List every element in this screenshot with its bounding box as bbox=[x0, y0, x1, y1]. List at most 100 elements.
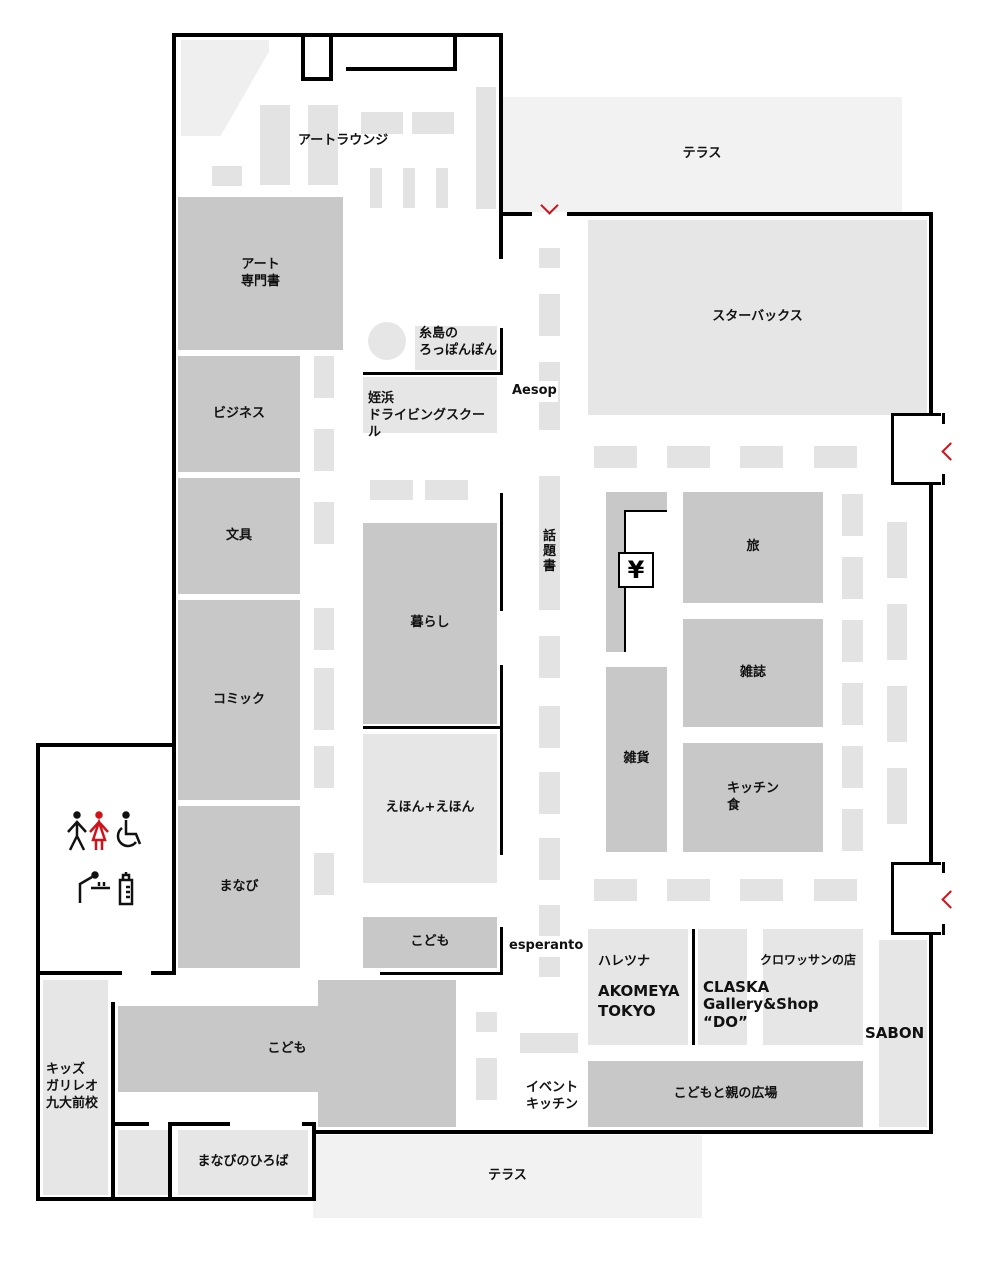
lounge-chairs bbox=[370, 168, 382, 208]
wall bbox=[929, 935, 933, 1133]
shop-tabi[interactable]: 旅 bbox=[683, 492, 823, 603]
wall bbox=[499, 33, 503, 259]
display-table bbox=[370, 480, 413, 500]
shop-croissant[interactable] bbox=[763, 929, 863, 1045]
wall bbox=[36, 743, 176, 747]
shop-sabon[interactable] bbox=[879, 940, 927, 1127]
shop-label: スターバックス bbox=[712, 309, 803, 325]
wall bbox=[36, 1197, 316, 1201]
wall bbox=[302, 1122, 316, 1126]
entrance-vestibule[interactable] bbox=[891, 413, 945, 485]
shop-business[interactable]: ビジネス bbox=[178, 356, 300, 472]
wall bbox=[168, 1122, 172, 1199]
shop-comic[interactable]: コミック bbox=[178, 600, 300, 800]
terrace-top[interactable]: テラス bbox=[502, 97, 902, 212]
wall bbox=[313, 1130, 933, 1134]
shop-zasshi[interactable]: 雑誌 bbox=[683, 619, 823, 727]
shop-label: 旅 bbox=[746, 539, 760, 555]
shelf bbox=[842, 557, 863, 599]
shop-itoshima[interactable]: 糸島の ろっぽんぽん bbox=[415, 326, 497, 370]
shop-label: 雑誌 bbox=[739, 664, 766, 680]
event-kitchen-label[interactable]: イベント キッチン bbox=[526, 1080, 579, 1112]
shop-kitchen[interactable]: キッチン 食 bbox=[683, 743, 823, 852]
shelf bbox=[842, 746, 863, 788]
shelf bbox=[740, 879, 783, 901]
lounge-tables bbox=[308, 105, 338, 185]
wall bbox=[172, 33, 176, 975]
shop-kodomo-oya[interactable]: こどもと親の広場 bbox=[588, 1061, 863, 1127]
wall bbox=[172, 33, 503, 37]
shop-haretsuna-akomeya[interactable]: ハレツナ AKOMEYA TOKYO bbox=[588, 929, 688, 1045]
seating-table bbox=[887, 522, 907, 578]
shop-starbucks[interactable]: スターバックス bbox=[588, 220, 927, 415]
shop-claska[interactable] bbox=[698, 929, 747, 1045]
shop-croissant-label: クロワッサンの店 bbox=[760, 953, 857, 967]
shop-label: こどもと親の広場 bbox=[673, 1085, 778, 1101]
shop-art-books[interactable]: アート 専門書 bbox=[178, 197, 343, 350]
shop-zakka[interactable]: 雑貨 bbox=[606, 667, 667, 852]
baby-changing-icon bbox=[78, 871, 110, 903]
shop-label: 文具 bbox=[225, 527, 252, 543]
shop-manabi[interactable]: まなび bbox=[178, 806, 300, 968]
wall bbox=[500, 927, 503, 975]
wall bbox=[111, 1002, 115, 1199]
restroom-icon bbox=[67, 811, 142, 906]
shop-kurashi[interactable]: 暮らし bbox=[363, 523, 497, 724]
shelf bbox=[314, 746, 334, 788]
wall bbox=[453, 33, 457, 70]
shelf bbox=[740, 446, 783, 468]
wall bbox=[168, 1122, 230, 1126]
shelf bbox=[314, 356, 334, 398]
wall bbox=[151, 971, 176, 975]
event-table bbox=[520, 1033, 578, 1053]
wall bbox=[329, 33, 333, 80]
baby-bottle-icon bbox=[118, 872, 134, 906]
entrance-vestibule[interactable] bbox=[891, 862, 945, 935]
shop-esperanto[interactable]: esperanto bbox=[508, 936, 585, 957]
storage-room bbox=[118, 1130, 168, 1195]
shop-label: キッチン 食 bbox=[726, 780, 779, 813]
wall bbox=[312, 1122, 316, 1199]
shop-meinohama[interactable]: 姪浜 ドライビングスクール bbox=[363, 377, 497, 440]
wall bbox=[929, 485, 933, 863]
seating-table bbox=[887, 686, 907, 742]
wall bbox=[363, 726, 503, 729]
wall bbox=[301, 77, 333, 81]
shop-kids-galileo[interactable] bbox=[43, 980, 108, 1195]
round-table bbox=[368, 322, 406, 360]
shelf bbox=[667, 879, 710, 901]
shelf bbox=[842, 683, 863, 725]
seating-table bbox=[887, 768, 907, 824]
shop-aesop[interactable]: Aesop bbox=[511, 381, 558, 402]
kids-galileo-label: キッズ ガリレオ 九大前校 bbox=[46, 1062, 99, 1111]
shop-claska-label: CLASKA Gallery&Shop “DO” bbox=[703, 978, 819, 1031]
terrace-bottom[interactable]: テラス bbox=[313, 1135, 702, 1218]
shelf bbox=[476, 1012, 497, 1032]
wall bbox=[36, 971, 122, 975]
wall bbox=[500, 493, 503, 611]
cashier-counter[interactable]: ¥ bbox=[606, 492, 667, 652]
lounge-table bbox=[212, 166, 242, 186]
shelf bbox=[842, 809, 863, 851]
shop-ehon[interactable]: えほん+えほん bbox=[363, 734, 497, 883]
wadai-shelf[interactable] bbox=[539, 476, 560, 610]
shelf bbox=[842, 620, 863, 662]
wall bbox=[380, 972, 503, 975]
shop-kodomo-small[interactable]: こども bbox=[363, 917, 497, 968]
shop-stationery[interactable]: 文具 bbox=[178, 478, 300, 594]
shelf bbox=[667, 446, 710, 468]
shelf bbox=[539, 636, 560, 678]
lounge-table bbox=[361, 112, 403, 134]
wadai-label: 話 題 書 bbox=[543, 529, 557, 574]
lounge-tables bbox=[260, 105, 290, 185]
shop-kodomo-big[interactable]: こども bbox=[118, 1006, 456, 1092]
shop-haretsuna-label: ハレツナ bbox=[598, 954, 651, 969]
shop-label: まなびのひろば bbox=[197, 1154, 289, 1170]
shop-label: こども bbox=[267, 1040, 307, 1056]
shop-label: ビジネス bbox=[212, 405, 265, 421]
shelf bbox=[814, 879, 857, 901]
shelf bbox=[842, 494, 863, 536]
display-table bbox=[425, 480, 468, 500]
manabi-hiroba[interactable]: まなびのひろば bbox=[178, 1130, 308, 1195]
wall bbox=[692, 929, 695, 1045]
